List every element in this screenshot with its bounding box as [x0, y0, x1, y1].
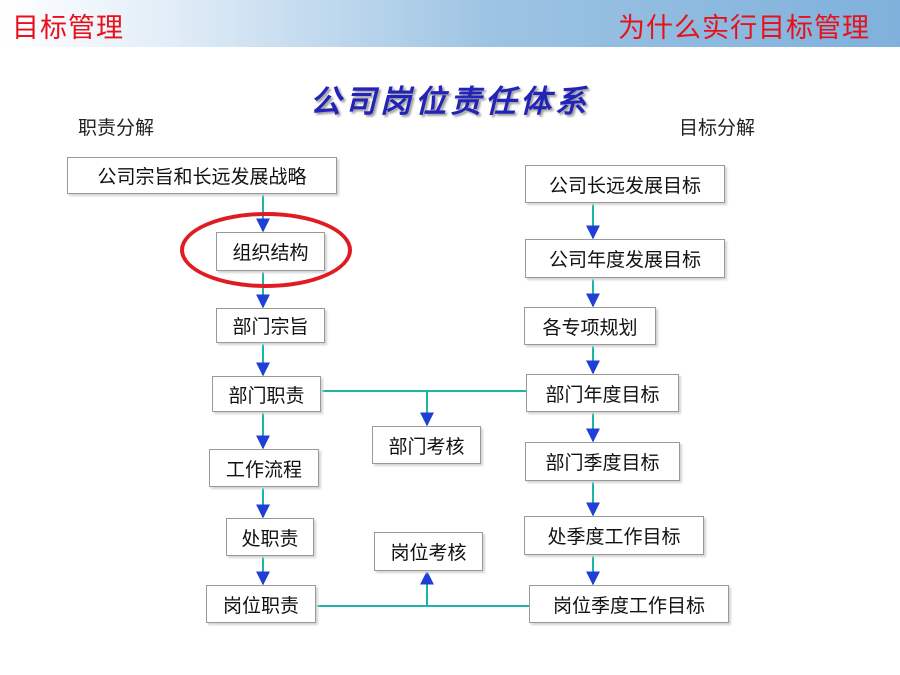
- highlight-ring: [180, 212, 352, 288]
- box-work-process: 工作流程: [209, 449, 319, 487]
- box-post-duty: 岗位职责: [206, 585, 316, 623]
- header-bar: 目标管理 为什么实行目标管理: [0, 0, 900, 47]
- box-company-mission-strategy: 公司宗旨和长远发展战略: [67, 157, 337, 194]
- box-dept-quarterly-goal: 部门季度目标: [525, 442, 680, 481]
- box-dept-mission: 部门宗旨: [216, 308, 325, 343]
- box-section-quarterly-goal: 处季度工作目标: [524, 516, 704, 555]
- box-company-annual-goal: 公司年度发展目标: [525, 239, 725, 278]
- diagram-title: 公司岗位责任体系: [310, 84, 590, 120]
- box-dept-assessment: 部门考核: [372, 426, 481, 464]
- box-section-duty: 处职责: [226, 518, 314, 556]
- box-company-long-term-goal: 公司长远发展目标: [525, 165, 725, 203]
- box-special-plans: 各专项规划: [524, 307, 656, 345]
- right-heading: 目标分解: [679, 117, 756, 139]
- left-heading: 职责分解: [78, 117, 155, 139]
- box-dept-annual-goal: 部门年度目标: [526, 374, 679, 412]
- header-right-title: 为什么实行目标管理: [618, 13, 870, 44]
- box-post-quarterly-goal: 岗位季度工作目标: [529, 585, 729, 623]
- header-left-title: 目标管理: [12, 13, 124, 44]
- box-post-assessment: 岗位考核: [374, 532, 483, 571]
- box-dept-duty: 部门职责: [212, 376, 321, 412]
